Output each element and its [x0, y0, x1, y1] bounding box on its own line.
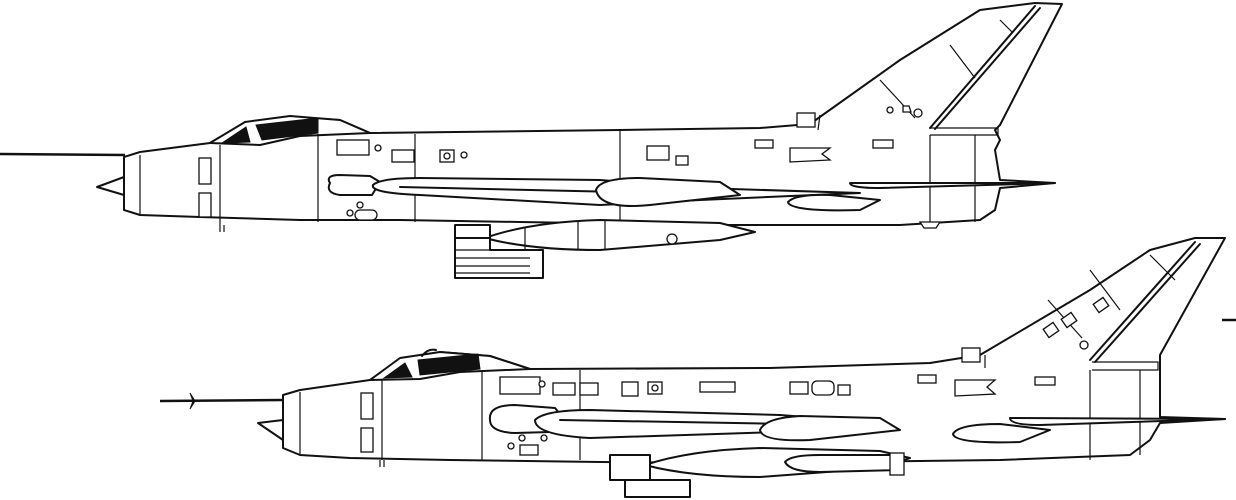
pitot-probe — [0, 152, 126, 157]
wing-fairings — [327, 174, 1056, 212]
rocket-pod — [454, 224, 544, 279]
panel-lines — [139, 131, 976, 225]
canopy — [209, 115, 371, 146]
wing-fairings — [488, 404, 1226, 444]
drop-tank — [484, 219, 756, 251]
pitot-probe — [159, 392, 284, 410]
canopy — [369, 348, 531, 381]
intake-cone — [96, 176, 125, 196]
bomb — [784, 454, 901, 473]
upper-aircraft — [0, 2, 1063, 279]
intake-cone — [257, 419, 284, 441]
lower-aircraft — [159, 237, 1236, 498]
vertical-fin — [796, 5, 1041, 136]
vertical-fin — [961, 241, 1236, 371]
